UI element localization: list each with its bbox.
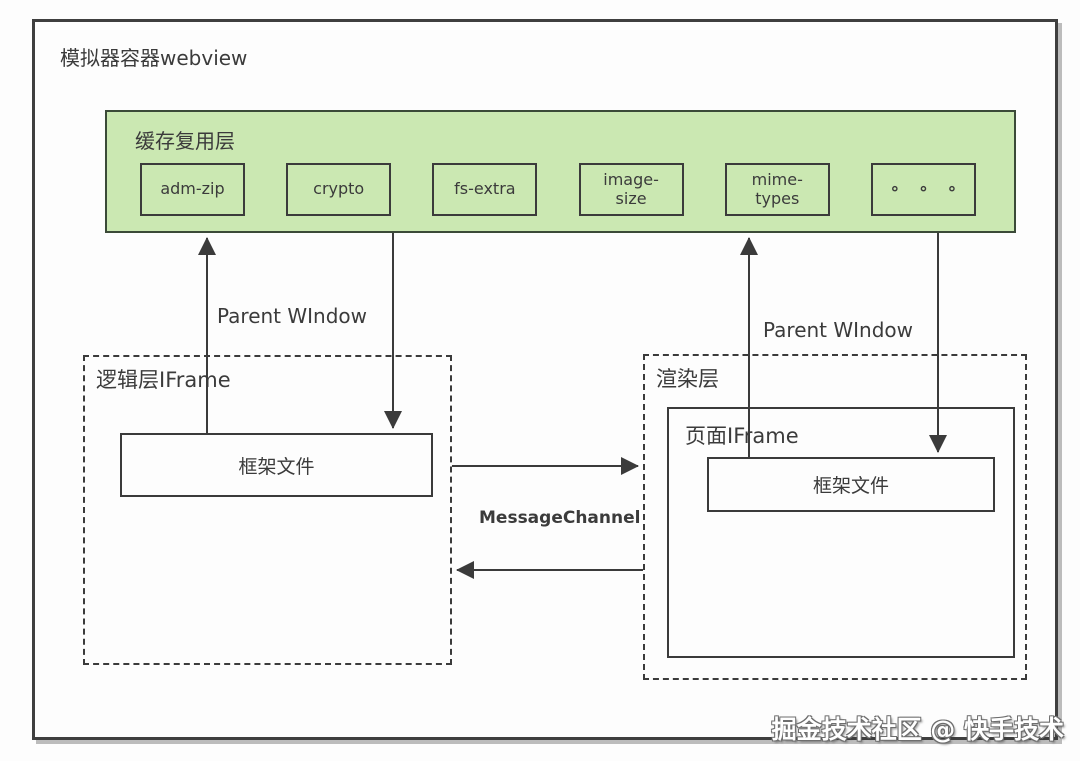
module-box-adm-zip: adm-zip: [140, 163, 245, 216]
module-label: crypto: [313, 179, 365, 199]
ellipsis-dots: ∘ ∘ ∘: [889, 178, 964, 199]
module-label: image-size: [603, 170, 659, 208]
module-box-crypto: crypto: [286, 163, 392, 216]
logic-framework-file-label: 框架文件: [238, 455, 315, 478]
cache-layer-label: 缓存复用层: [135, 129, 235, 153]
module-box-image-size: image-size: [578, 163, 684, 216]
render-framework-file-box: 框架文件: [707, 457, 995, 512]
module-label: fs-extra: [454, 179, 516, 199]
diagram-title: 模拟器容器webview: [60, 46, 248, 70]
cache-module-row: adm-zip crypto fs-extra image-size mime-…: [140, 163, 976, 216]
module-label: adm-zip: [160, 179, 225, 199]
page-iframe-box: 页面IFrame: [667, 407, 1015, 658]
cache-reuse-layer-box: 缓存复用层 adm-zip crypto fs-extra image-size…: [105, 110, 1016, 233]
parent-window-label-right: Parent WIndow: [763, 318, 914, 342]
parent-window-label-left: Parent WIndow: [217, 304, 368, 328]
module-box-fs-extra: fs-extra: [432, 163, 538, 216]
module-box-ellipsis: ∘ ∘ ∘: [870, 163, 976, 216]
render-layer-box: 渲染层: [643, 354, 1027, 680]
logic-layer-iframe-box: 逻辑层IFrame: [83, 355, 452, 665]
message-channel-label: MessageChannel: [479, 508, 641, 528]
logic-layer-label: 逻辑层IFrame: [96, 368, 231, 392]
logic-framework-file-box: 框架文件: [120, 433, 433, 497]
render-framework-file-label: 框架文件: [812, 475, 889, 497]
page-iframe-label: 页面IFrame: [685, 424, 799, 448]
render-layer-label: 渲染层: [656, 367, 719, 391]
module-box-mime-types: mime-types: [724, 163, 830, 216]
watermark-text: 掘金技术社区 @ 快手技术: [771, 715, 1064, 744]
module-label: mime-types: [751, 170, 803, 208]
